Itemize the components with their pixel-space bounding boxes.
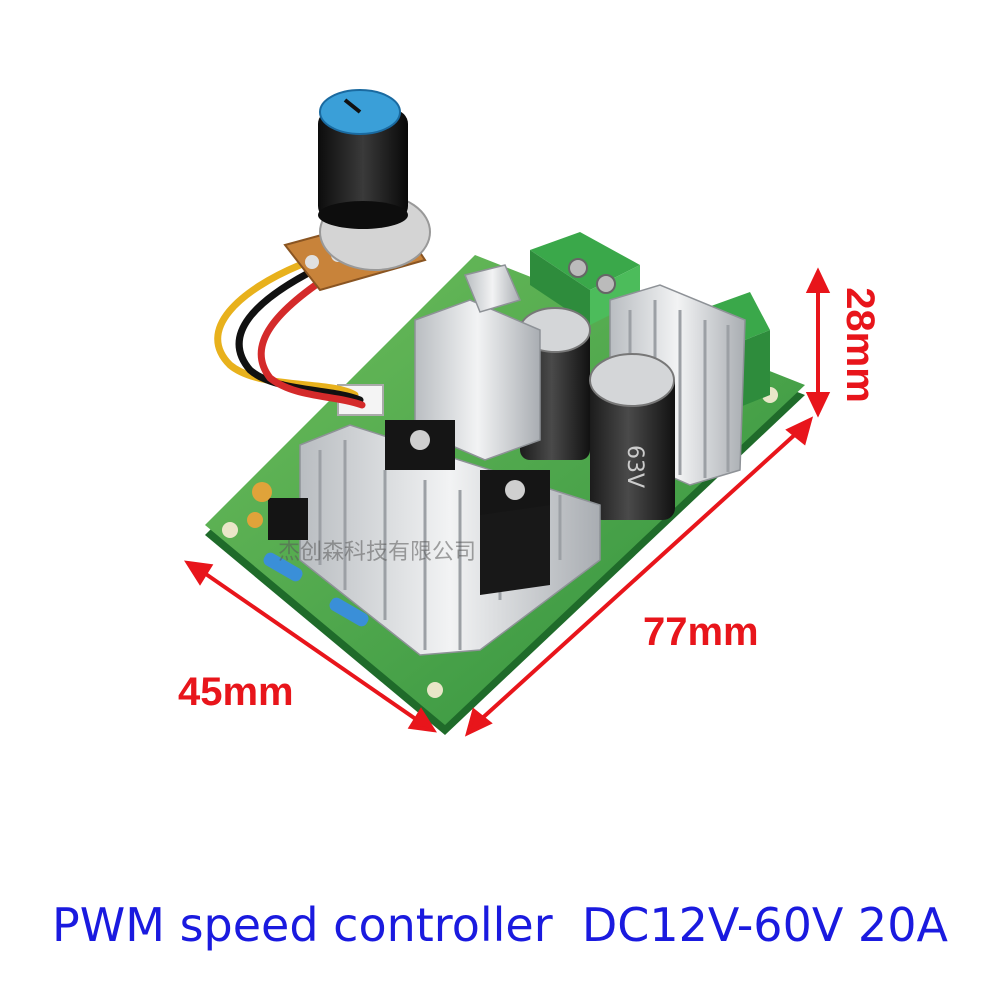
transistor-packages (385, 420, 550, 595)
watermark: 杰创森科技有限公司 (278, 540, 477, 565)
potentiometer (283, 89, 431, 292)
dimension-arrows (184, 267, 831, 737)
width-dimension-label: 45mm (178, 670, 294, 714)
potentiometer-wires (214, 261, 366, 409)
capacitor-front: 63V (589, 353, 675, 520)
product-caption: PWM speed controller DC12V-60V 20A (52, 898, 948, 952)
svg-text:63V: 63V (622, 445, 647, 488)
height-dimension-label: 28mm (838, 287, 882, 403)
length-dimension-label: 77mm (643, 610, 759, 654)
